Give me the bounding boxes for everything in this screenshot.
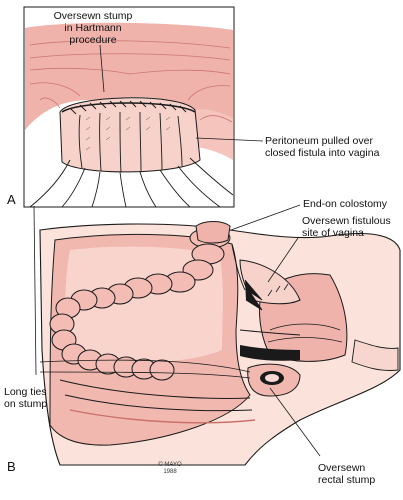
panel-b-artwork xyxy=(33,204,401,466)
panel-label-a: A xyxy=(7,192,16,207)
label-oversewn-stump: Oversewn stump in Hartmann procedure xyxy=(53,10,133,46)
colostomy xyxy=(195,221,231,244)
colon xyxy=(49,227,231,381)
label-oversewn-fistulous: Oversewn fistulous site of vagina xyxy=(302,215,391,239)
oversewn-stump xyxy=(59,97,201,173)
panel-a-artwork xyxy=(23,6,264,208)
label-long-ties: Long ties on stump xyxy=(4,386,48,410)
label-oversewn-rectal-stump: Oversewn rectal stump xyxy=(318,462,376,486)
copyright-mayo: © MAYO 1988 xyxy=(158,462,182,475)
label-peritoneum: Peritoneum pulled over closed fistula in… xyxy=(265,135,380,159)
label-end-on-colostomy: End-on colostomy xyxy=(303,198,388,210)
panel-label-b: B xyxy=(7,459,16,474)
